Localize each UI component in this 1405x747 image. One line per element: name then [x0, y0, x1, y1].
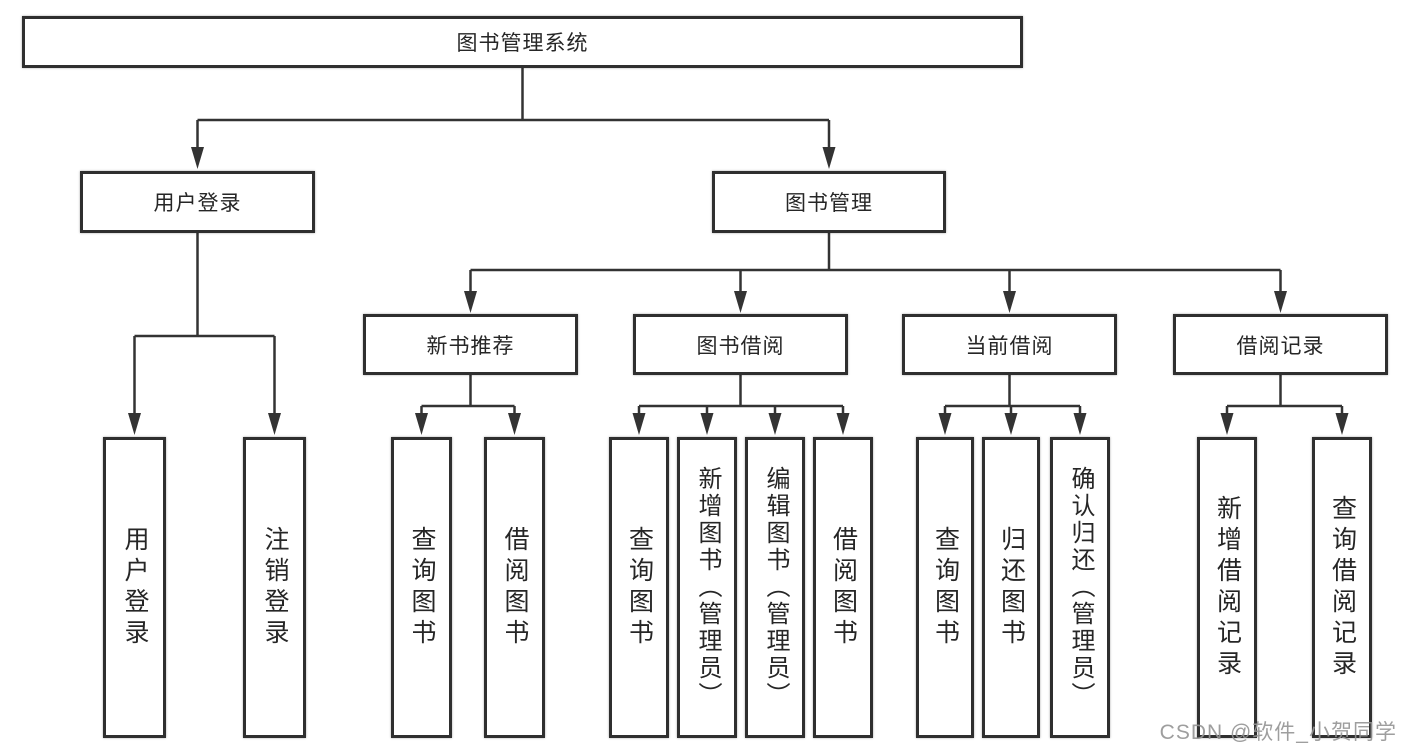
leaf-edit-books-admin: 编辑图书（管理员） — [745, 437, 805, 738]
leaf-query-books-borrowing-label: 查询图书 — [625, 525, 654, 650]
node-root: 图书管理系统 — [22, 16, 1023, 68]
leaf-query-books-recommend: 查询图书 — [391, 437, 452, 738]
leaf-confirm-return-admin-label: 确认归还（管理员） — [1067, 466, 1094, 709]
arrowheads — [128, 147, 1349, 435]
node-new-book-recommend: 新书推荐 — [363, 314, 578, 375]
node-user-login: 用户登录 — [80, 171, 315, 233]
leaf-return-books: 归还图书 — [982, 437, 1040, 738]
leaf-borrow-books-recommend: 借阅图书 — [484, 437, 545, 738]
leaf-logout-label: 注销登录 — [261, 525, 289, 650]
node-borrowing-records: 借阅记录 — [1173, 314, 1388, 375]
leaf-add-books-admin: 新增图书（管理员） — [677, 437, 737, 738]
leaf-query-books-current-label: 查询图书 — [931, 525, 960, 650]
node-root-label: 图书管理系统 — [456, 32, 589, 55]
node-book-management: 图书管理 — [712, 171, 946, 233]
node-new-book-recommend-label: 新书推荐 — [426, 334, 515, 358]
leaf-add-borrow-record: 新增借阅记录 — [1197, 437, 1257, 738]
leaf-borrow-books-borrowing-label: 借阅图书 — [829, 525, 858, 650]
leaf-query-books-current: 查询图书 — [916, 437, 974, 738]
leaf-confirm-return-admin: 确认归还（管理员） — [1050, 437, 1110, 738]
leaf-query-borrow-record-label: 查询借阅记录 — [1328, 494, 1357, 681]
leaf-query-books-borrowing: 查询图书 — [609, 437, 669, 738]
leaf-add-books-admin-label: 新增图书（管理员） — [694, 466, 721, 709]
node-book-management-label: 图书管理 — [785, 192, 873, 215]
leaf-user-login: 用户登录 — [103, 437, 166, 738]
leaf-edit-books-admin-label: 编辑图书（管理员） — [762, 466, 789, 709]
leaf-return-books-label: 归还图书 — [997, 525, 1026, 650]
leaf-borrow-books-recommend-label: 借阅图书 — [501, 525, 529, 650]
node-borrowing-records-label: 借阅记录 — [1236, 334, 1325, 358]
node-book-borrowing: 图书借阅 — [633, 314, 848, 375]
leaf-borrow-books-borrowing: 借阅图书 — [813, 437, 873, 738]
leaf-query-books-recommend-label: 查询图书 — [408, 525, 436, 650]
leaf-logout: 注销登录 — [243, 437, 306, 738]
watermark: CSDN @软件_小贺同学 — [1159, 721, 1397, 744]
leaf-user-login-label: 用户登录 — [121, 525, 149, 650]
node-current-borrowing: 当前借阅 — [902, 314, 1117, 375]
leaf-query-borrow-record: 查询借阅记录 — [1312, 437, 1372, 738]
leaf-add-borrow-record-label: 新增借阅记录 — [1213, 494, 1242, 681]
node-user-login-label: 用户登录 — [153, 192, 242, 215]
node-current-borrowing-label: 当前借阅 — [965, 334, 1054, 358]
node-book-borrowing-label: 图书借阅 — [696, 334, 785, 358]
